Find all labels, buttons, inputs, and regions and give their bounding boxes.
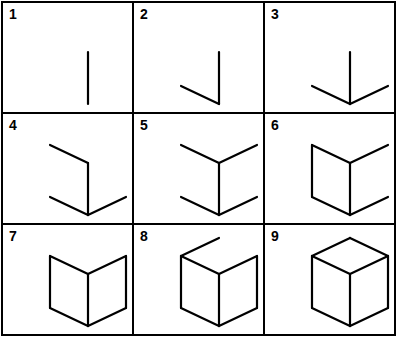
cube-edge <box>181 197 219 215</box>
cube-edge <box>219 197 257 215</box>
grid-line <box>263 2 265 335</box>
cube-edge <box>219 308 257 326</box>
cube-edge <box>387 256 389 308</box>
callout-number: 1 <box>8 7 18 21</box>
cube-edge <box>350 238 388 256</box>
callout-number: 9 <box>270 229 280 243</box>
callout-number: 4 <box>8 118 18 132</box>
cube-drawings <box>50 52 388 326</box>
cube-edge <box>50 197 88 215</box>
callout-number: 2 <box>139 7 149 21</box>
cube-edge <box>88 256 126 274</box>
cube-edge <box>181 238 219 256</box>
cube-edge <box>312 86 350 104</box>
cube-edge <box>350 197 388 215</box>
cube-edge <box>49 256 51 308</box>
callout-number: 8 <box>139 229 149 243</box>
cube-edge <box>87 163 89 215</box>
cube-edge <box>88 308 126 326</box>
cube-edge <box>50 256 88 274</box>
cube-edge <box>218 163 220 215</box>
cube-edge <box>350 86 388 104</box>
cube-edge <box>349 163 351 215</box>
cube-edge <box>180 256 182 308</box>
cube-edge <box>88 197 126 215</box>
cube-edge <box>50 145 88 163</box>
cube-edge <box>87 274 89 326</box>
grid-line <box>2 112 395 114</box>
cube-edge <box>312 238 350 256</box>
cube-edge <box>125 256 127 308</box>
cube-edge <box>312 308 350 326</box>
cube-edge <box>312 256 350 274</box>
cube-edge <box>350 145 388 163</box>
cube-edge <box>218 52 220 104</box>
cube-edge <box>311 256 313 308</box>
callout-number: 3 <box>270 7 280 21</box>
cube-edge <box>87 52 89 104</box>
cube-edge <box>50 308 88 326</box>
cube-edge <box>181 256 219 274</box>
grid-line <box>2 223 395 225</box>
cube-edge <box>312 145 350 163</box>
callout-number: 7 <box>8 229 18 243</box>
cube-edge <box>218 274 220 326</box>
cube-edge <box>311 145 313 197</box>
callout-number: 6 <box>270 118 280 132</box>
cube-edge <box>181 308 219 326</box>
cube-edge <box>312 197 350 215</box>
cube-edge <box>349 52 351 104</box>
cube-edge <box>350 256 388 274</box>
cube-edge <box>219 256 257 274</box>
cube-edge <box>256 256 258 308</box>
cube-edge <box>349 274 351 326</box>
grid-border <box>2 2 395 335</box>
callout-number: 5 <box>139 118 149 132</box>
grid-line <box>132 2 134 335</box>
cube-edge <box>181 86 219 104</box>
cube-edge <box>350 308 388 326</box>
cube-edge <box>219 145 257 163</box>
cube-edge <box>181 145 219 163</box>
